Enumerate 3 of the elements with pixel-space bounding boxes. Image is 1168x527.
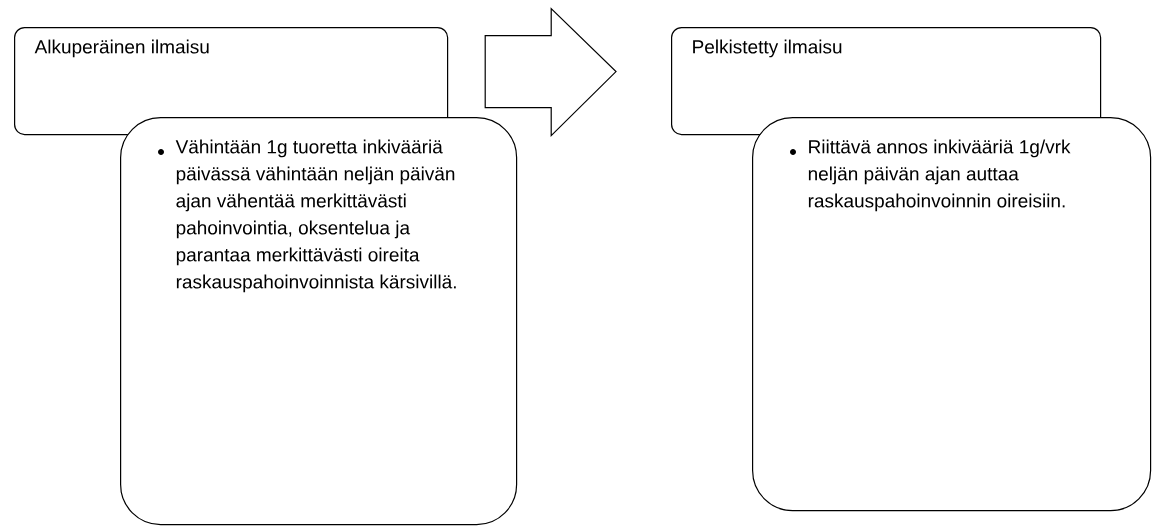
rounded-box: Vähintään 1g tuoretta inkivääriä päivässä vähintään neljän päivän ajan vähentää merkittävästi pahoinvointia, oksentelua ja parantaa merkittävästi oireita raskauspahoinvoinnista kärsivillä. bbox=[120, 117, 518, 526]
rounded-box: Riittävä annos inkivääriä 1g/vrk neljän päivän ajan auttaa raskauspahoinvoinnin oireisiin. bbox=[752, 117, 1152, 512]
block-arrow bbox=[484, 7, 617, 138]
